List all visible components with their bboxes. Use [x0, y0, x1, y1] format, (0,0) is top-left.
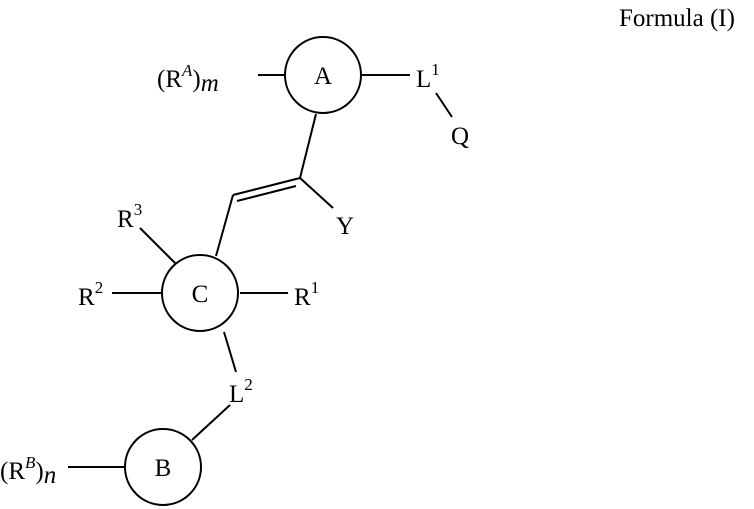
- substituent-r2: R2: [78, 278, 103, 311]
- formula-title: Formula (I): [619, 5, 735, 32]
- bond-l2-ringb: [192, 405, 230, 440]
- double-bond-outer: [233, 178, 300, 195]
- bond-vinyl-ringc: [216, 195, 233, 256]
- r2-sup: 2: [95, 278, 104, 297]
- ra-sup: A: [181, 61, 193, 80]
- rb-sup: B: [25, 453, 36, 472]
- substituent-rb: (RB)n: [0, 453, 56, 489]
- substituent-l1: L1: [416, 60, 440, 93]
- ra-close: ): [192, 66, 200, 93]
- substituent-y: Y: [336, 213, 354, 240]
- r2-base: R: [78, 284, 95, 311]
- ring-c-label: C: [192, 281, 209, 308]
- substituent-r3: R3: [117, 200, 142, 233]
- bond-vinyl-y: [300, 178, 333, 208]
- ra-open: (R: [157, 66, 182, 93]
- r1-sup: 1: [311, 278, 320, 297]
- substituent-ra: (RA)m: [157, 61, 219, 97]
- ra-sub: m: [201, 70, 219, 97]
- bond-ringa-vinyl: [300, 114, 316, 178]
- bond-r3-ringc: [140, 228, 176, 264]
- l2-sup: 2: [244, 375, 253, 394]
- bond-l1-q: [436, 93, 452, 117]
- substituent-l2: L2: [229, 375, 253, 408]
- double-bond-inner: [237, 186, 296, 201]
- bond-ringc-l2: [224, 332, 236, 372]
- ring-a-label: A: [314, 63, 332, 90]
- substituent-r1: R1: [294, 278, 319, 311]
- l2-base: L: [229, 381, 244, 408]
- r1-base: R: [294, 284, 311, 311]
- l1-sup: 1: [431, 60, 440, 79]
- substituent-q: Q: [451, 123, 469, 150]
- r3-sup: 3: [134, 200, 143, 219]
- ring-b-label: B: [155, 455, 172, 482]
- rb-close: ): [35, 458, 43, 485]
- rb-sub: n: [44, 462, 57, 489]
- l1-base: L: [416, 66, 431, 93]
- rb-open: (R: [0, 458, 25, 485]
- r3-base: R: [117, 206, 134, 233]
